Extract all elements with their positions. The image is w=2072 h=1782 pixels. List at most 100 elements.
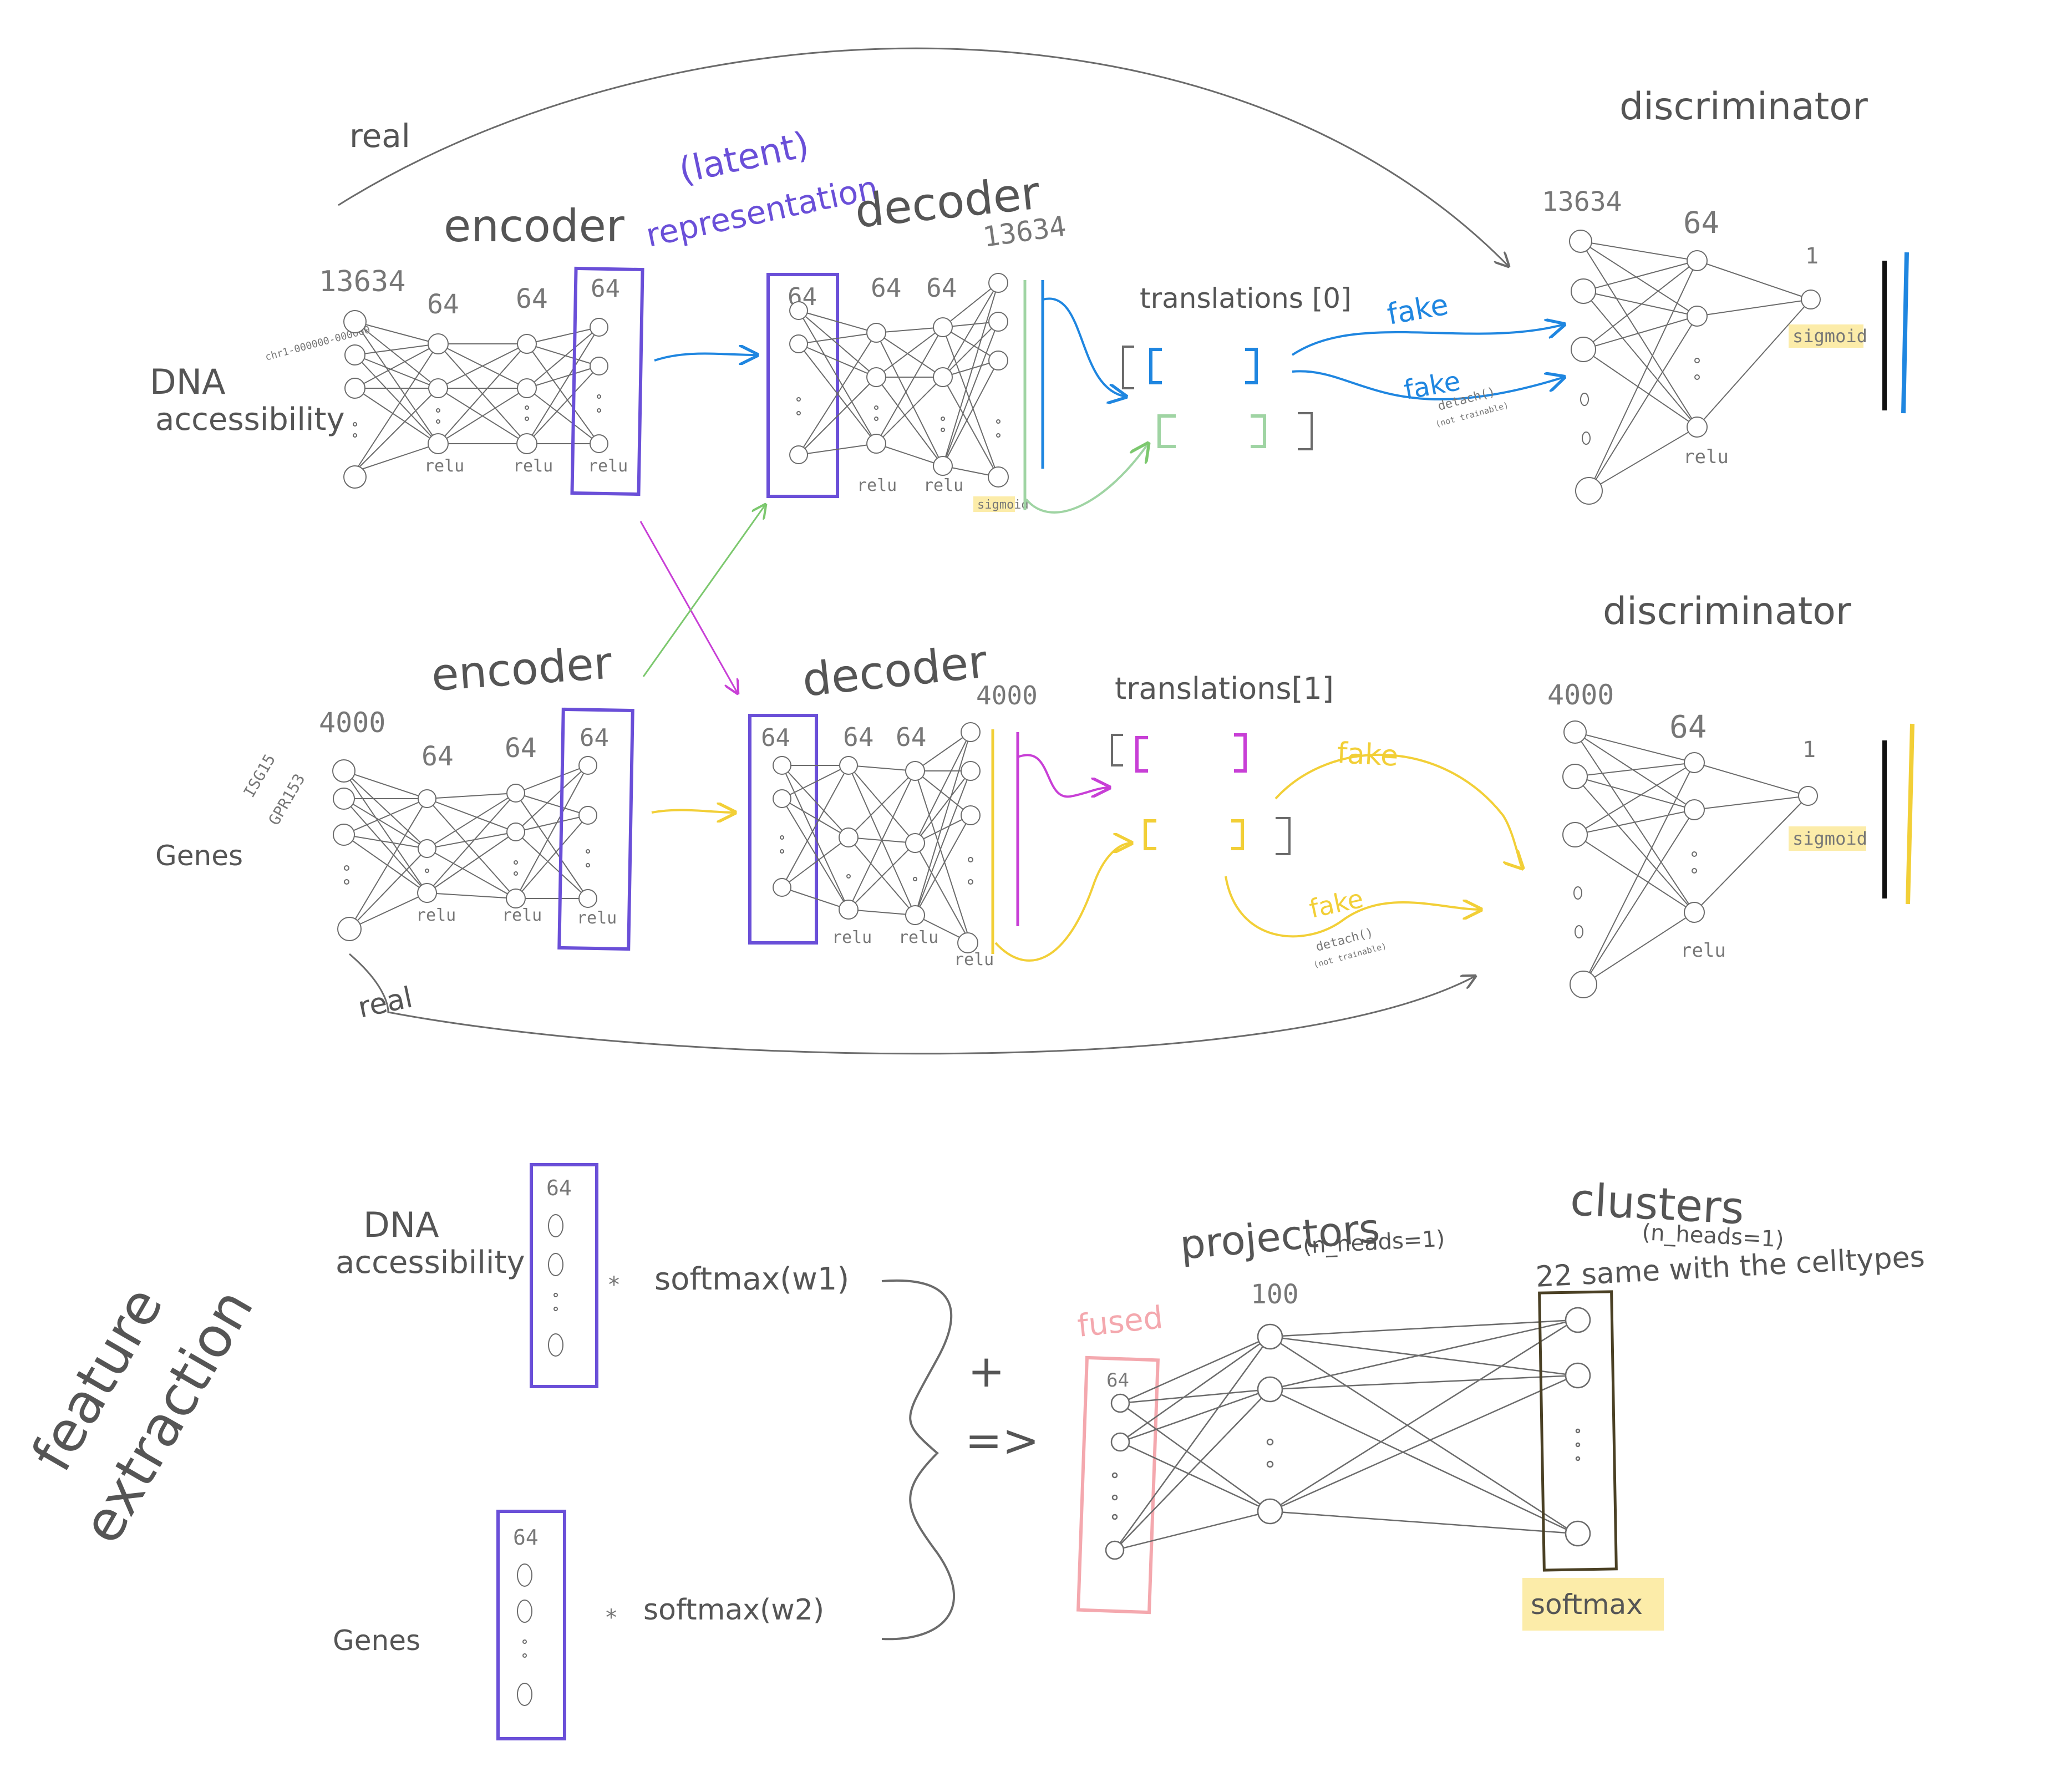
fake-label-bottom-2: fake — [1307, 884, 1366, 924]
latent-box-dna-feature — [530, 1163, 598, 1388]
discriminator-top-output: 1 — [1805, 243, 1819, 269]
translations0-brackets — [1122, 346, 1313, 450]
softmax-highlight — [1522, 1578, 1664, 1631]
genes-feature-latent-size: 64 — [513, 1525, 539, 1550]
discriminator-bottom-input-size: 4000 — [1547, 679, 1614, 711]
encoder-bottom-input-size: 4000 — [319, 707, 385, 739]
projector-net — [1105, 1307, 1591, 1560]
fused-label: fused — [1076, 1299, 1165, 1344]
real-label-top: real — [349, 117, 410, 155]
gene-tag-2: GPR153 — [265, 770, 308, 828]
merge-brace — [881, 1279, 955, 1641]
decoder-title-bottom: decoder — [800, 635, 989, 707]
discriminator-bottom-sigmoid: sigmoid — [1792, 828, 1867, 849]
encoder-bottom-h2: 64 — [505, 733, 537, 764]
sigmoid-highlight-discriminator-top — [1789, 324, 1863, 348]
fused-box — [1076, 1355, 1160, 1615]
arrow-latent-to-decoder-top — [654, 354, 757, 361]
encoder-title-bottom: encoder — [430, 637, 614, 701]
decoder-top-net — [789, 273, 1009, 488]
fake-label-bottom-1: fake — [1336, 737, 1399, 773]
decoder-bottom-relu-2: relu — [898, 928, 938, 947]
encoder-top-h1: 64 — [427, 289, 459, 320]
encoder-top-relu-1: relu — [424, 456, 464, 476]
discriminator-title-bottom: discriminator — [1603, 590, 1851, 633]
discriminator-bottom-net — [1562, 720, 1818, 998]
arrow-yellow-to-translations1 — [994, 843, 1131, 962]
discriminator-top-relu: relu — [1683, 446, 1729, 468]
sigmoid-highlight-decoder-top — [973, 496, 1015, 512]
clusters-title: clusters — [1569, 1174, 1745, 1234]
dna-feature-latent-size: 64 — [546, 1176, 572, 1200]
discriminator-top-input-size: 13634 — [1542, 186, 1622, 217]
encoder-top-h2: 64 — [516, 283, 548, 314]
softmax-label: softmax — [1531, 1588, 1643, 1621]
real-arrow-top — [338, 47, 1509, 266]
dna-label: DNA — [150, 362, 226, 402]
latent-box-genes-feature — [496, 1510, 566, 1740]
latent-label: (latent) — [676, 124, 812, 192]
encoder-top-net — [343, 310, 608, 489]
clusters-box — [1538, 1290, 1618, 1572]
softmax-w2-label: softmax(w2) — [643, 1593, 824, 1627]
times-w2: * — [605, 1605, 618, 1631]
decoder-bottom-h1: 64 — [843, 722, 874, 752]
softmax-w1-label: softmax(w1) — [654, 1261, 849, 1297]
genes-label-feature: Genes — [333, 1624, 420, 1657]
latent-box-decoder-top — [766, 273, 839, 498]
arrow-fake-bottom — [1274, 753, 1522, 868]
arrow-fake-top — [1291, 324, 1564, 356]
translations1-brackets — [1111, 733, 1291, 855]
discriminator-bottom-output: 1 — [1802, 737, 1816, 763]
translations0-title: translations [0] — [1140, 282, 1352, 314]
encoder-bottom-relu-1: relu — [416, 906, 456, 925]
accessibility-label: accessibility — [155, 402, 345, 438]
arrow-magenta-to-translations1 — [1017, 754, 1109, 798]
discriminator-top-sigmoid: sigmoid — [1792, 326, 1867, 347]
fused-size: 64 — [1106, 1369, 1129, 1392]
times-w1: * — [607, 1272, 621, 1298]
latent-box-encoder-bottom — [557, 707, 634, 951]
latent-box-encoder-top — [570, 266, 644, 496]
discriminator-top-bar-blue — [1901, 252, 1909, 414]
arrow-fake-detach-top — [1292, 370, 1564, 400]
decoder-bottom-output-size: 4000 — [976, 681, 1038, 710]
decoder-bottom-relu-1: relu — [832, 928, 872, 947]
encoder-title-top: encoder — [444, 200, 624, 252]
clusters-heads: (n_heads=1) — [1641, 1220, 1784, 1252]
discriminator-top-hidden: 64 — [1683, 205, 1719, 240]
gene-tag-1: ISG15 — [240, 751, 279, 801]
genes-feature-nodes — [517, 1563, 532, 1706]
discriminator-bottom-hidden: 64 — [1669, 709, 1707, 745]
projectors-size: 100 — [1251, 1279, 1299, 1310]
decoder-top-relu-1: relu — [857, 476, 897, 495]
representation-label: representation — [643, 169, 881, 255]
encoder-bottom-latent-size: 64 — [580, 724, 609, 752]
plus-sign: + — [968, 1346, 1005, 1397]
real-arrow-bottom — [349, 953, 1475, 1055]
encoder-bottom-relu-3: relu — [577, 908, 617, 928]
arrow-latent-to-decoder-bottom — [651, 810, 735, 813]
encoder-top-relu-3: relu — [588, 456, 628, 476]
encoder-top-latent-size: 64 — [591, 275, 620, 303]
arrow-cross-green — [642, 505, 765, 677]
real-label-bottom: real — [355, 981, 415, 1025]
encoder-bottom-relu-2: relu — [502, 906, 542, 925]
dna-label-feature: DNA — [363, 1205, 439, 1245]
arrow-green-to-translations0 — [1025, 444, 1148, 514]
genes-label: Genes — [155, 840, 243, 872]
dna-feature-nodes — [548, 1214, 563, 1357]
arrow-fake-detach-bottom — [1225, 876, 1481, 938]
encoder-bottom-h1: 64 — [421, 741, 454, 772]
decoder-bottom-relu-3: relu — [954, 950, 994, 969]
arrow-cross-magenta — [639, 521, 738, 693]
decoder-top-h1: 64 — [871, 273, 901, 303]
discriminator-bottom-bar-yellow — [1906, 723, 1914, 905]
fake-label-top-1: fake — [1385, 288, 1451, 332]
discriminator-top-net — [1569, 230, 1821, 505]
encoder-bottom-net — [332, 756, 597, 941]
latent-box-decoder-bottom — [748, 714, 818, 945]
encoder-top-input-size: 13634 — [319, 265, 406, 298]
decoder-bottom-net — [773, 722, 981, 953]
